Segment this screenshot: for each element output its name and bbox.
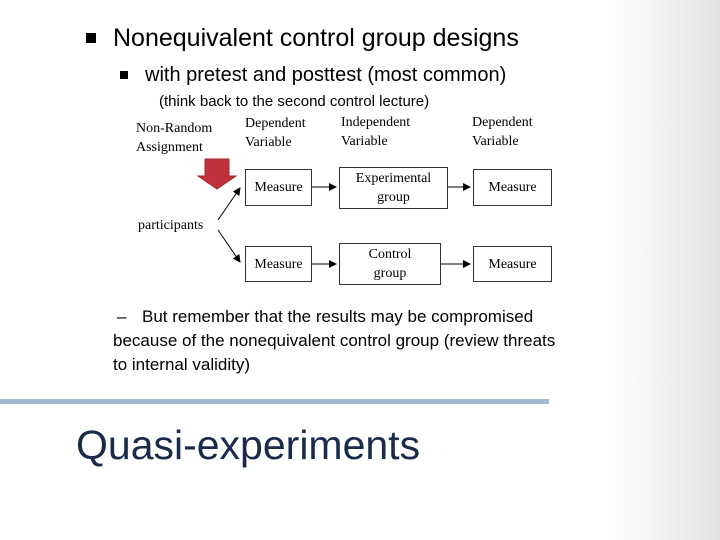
participants-label: participants: [138, 218, 204, 233]
box-line: group: [377, 190, 410, 205]
header-line: Dependent: [472, 115, 533, 130]
divider-bar: [0, 399, 549, 404]
posttest-measure-box-experimental: Measure: [473, 169, 552, 206]
control-group-box: Control group: [339, 243, 441, 285]
slide-title: Quasi-experiments: [76, 422, 421, 468]
caution-line-1: But remember that the results may be com…: [142, 307, 534, 326]
header-line: Assignment: [136, 140, 203, 155]
header-dependent-variable-post: Dependent Variable: [472, 113, 533, 151]
header-line: Non-Random: [136, 121, 213, 136]
background-gradient: [610, 0, 720, 540]
red-down-arrow-icon: [196, 158, 238, 190]
box-line: group: [373, 266, 407, 281]
header-line: Variable: [472, 134, 519, 149]
bullet-heading: Nonequivalent control group designs: [113, 24, 519, 52]
header-independent-variable: Independent Variable: [341, 113, 410, 151]
experimental-group-box: Experimental group: [339, 167, 448, 209]
header-dependent-variable-pre: Dependent Variable: [245, 114, 306, 152]
pretest-measure-box-experimental: Measure: [245, 169, 312, 206]
pretest-measure-box-control: Measure: [245, 246, 312, 282]
dash-bullet: –: [117, 307, 127, 326]
sub-bullet-square-icon: [120, 71, 128, 79]
caution-line-3: to internal validity): [113, 355, 251, 374]
header-non-random-assignment: Non-Random Assignment: [136, 119, 212, 157]
header-line: Variable: [245, 135, 292, 150]
note-text: (think back to the second control lectur…: [159, 93, 430, 110]
header-line: Independent: [341, 115, 411, 130]
header-line: Variable: [341, 134, 388, 149]
header-line: Dependent: [245, 116, 306, 131]
bullet-square-icon: [86, 33, 96, 43]
sub-bullet-text: with pretest and posttest (most common): [145, 64, 507, 86]
caution-text: But remember that the results may be com…: [113, 305, 555, 377]
box-line: Control: [368, 247, 412, 262]
box-line: Experimental: [355, 171, 432, 186]
caution-line-2: because of the nonequivalent control gro…: [113, 331, 556, 350]
posttest-measure-box-control: Measure: [473, 246, 552, 282]
